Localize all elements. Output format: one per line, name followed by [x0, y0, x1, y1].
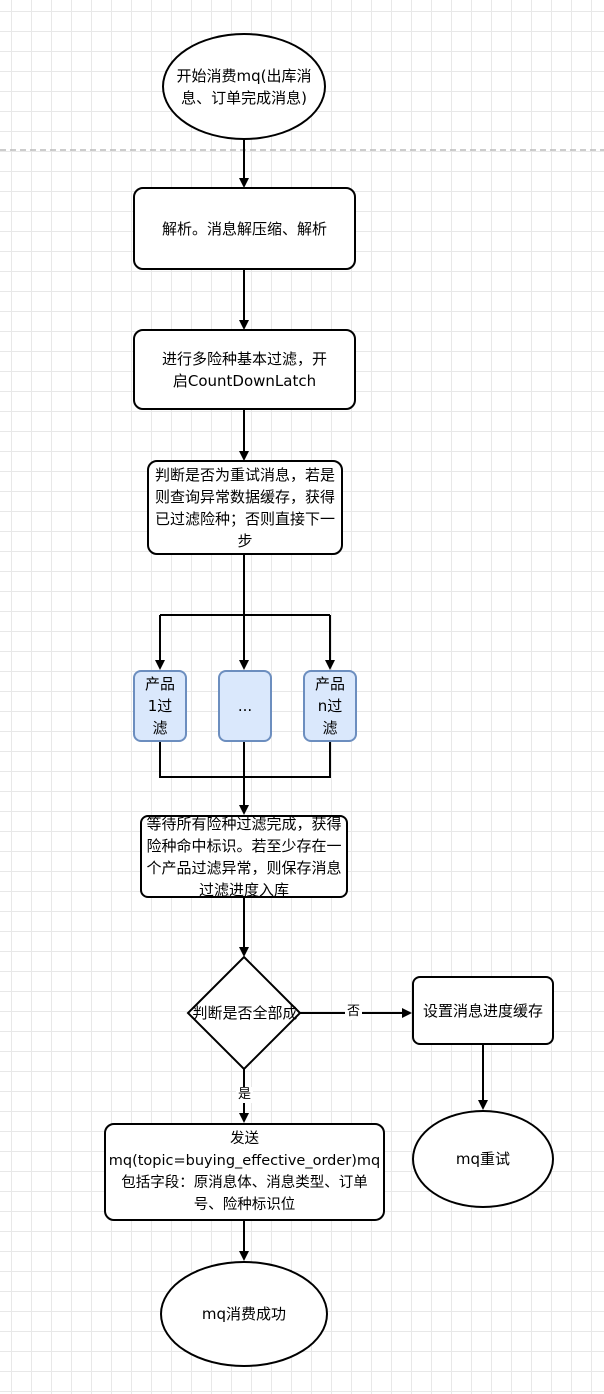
- edge-product1-to-merge: [159, 742, 331, 778]
- product1-filter-label: 产品1过滤: [144, 675, 175, 737]
- productn-filter-label: 产品n过滤: [314, 675, 345, 737]
- retry-check-node-label: 判断是否为重试消息，若是则查询异常数据缓存，获得已过滤险种；否则直接下一步: [155, 465, 336, 550]
- mq-retry-node-label: mq重试: [455, 1150, 511, 1168]
- retry-check-node: 判断是否为重试消息，若是则查询异常数据缓存，获得已过滤险种；否则直接下一步: [147, 460, 343, 555]
- set-cache-node-label: 设置消息进度缓存: [422, 1001, 543, 1020]
- end-node: mq消费成功: [160, 1261, 328, 1367]
- decision-label-box: 判断是否全部成: [190, 985, 300, 1041]
- parse-node: 解析。消息解压缩、解析: [133, 187, 356, 270]
- ellipsis-filter-node: ...: [218, 670, 272, 742]
- wait-all-node: 等待所有险种过滤完成，获得险种命中标识。若至少存在一个产品过滤异常，则保存消息过…: [140, 814, 348, 899]
- edge-label-no: 否: [345, 1004, 363, 1020]
- decision-label: 判断是否全部成: [192, 1004, 298, 1022]
- mq-retry-node: mq重试: [412, 1110, 554, 1208]
- productn-filter-node: 产品n过滤: [303, 670, 357, 742]
- set-cache-node: 设置消息进度缓存: [412, 976, 554, 1045]
- start-node-label: 开始消费mq(出库消息、订单完成消息): [176, 66, 312, 107]
- end-node-label: mq消费成功: [201, 1305, 287, 1323]
- edge-label-yes: 是: [236, 1087, 254, 1103]
- start-node: 开始消费mq(出库消息、订单完成消息): [162, 33, 326, 140]
- product1-filter-node: 产品1过滤: [133, 670, 187, 742]
- filter-basic-node: 进行多险种基本过滤，开启CountDownLatch: [133, 329, 356, 410]
- parse-node-label: 解析。消息解压缩、解析: [161, 219, 327, 238]
- send-mq-node: 发送mq(topic=buying_effective_order)mq包括字段…: [104, 1123, 385, 1221]
- ellipsis-filter-label: ...: [237, 697, 253, 715]
- wait-all-node-label: 等待所有险种过滤完成，获得险种命中标识。若至少存在一个产品过滤异常，则保存消息过…: [146, 814, 342, 899]
- filter-basic-node-label: 进行多险种基本过滤，开启CountDownLatch: [161, 349, 327, 390]
- send-mq-node-label: 发送mq(topic=buying_effective_order)mq包括字段…: [108, 1131, 381, 1213]
